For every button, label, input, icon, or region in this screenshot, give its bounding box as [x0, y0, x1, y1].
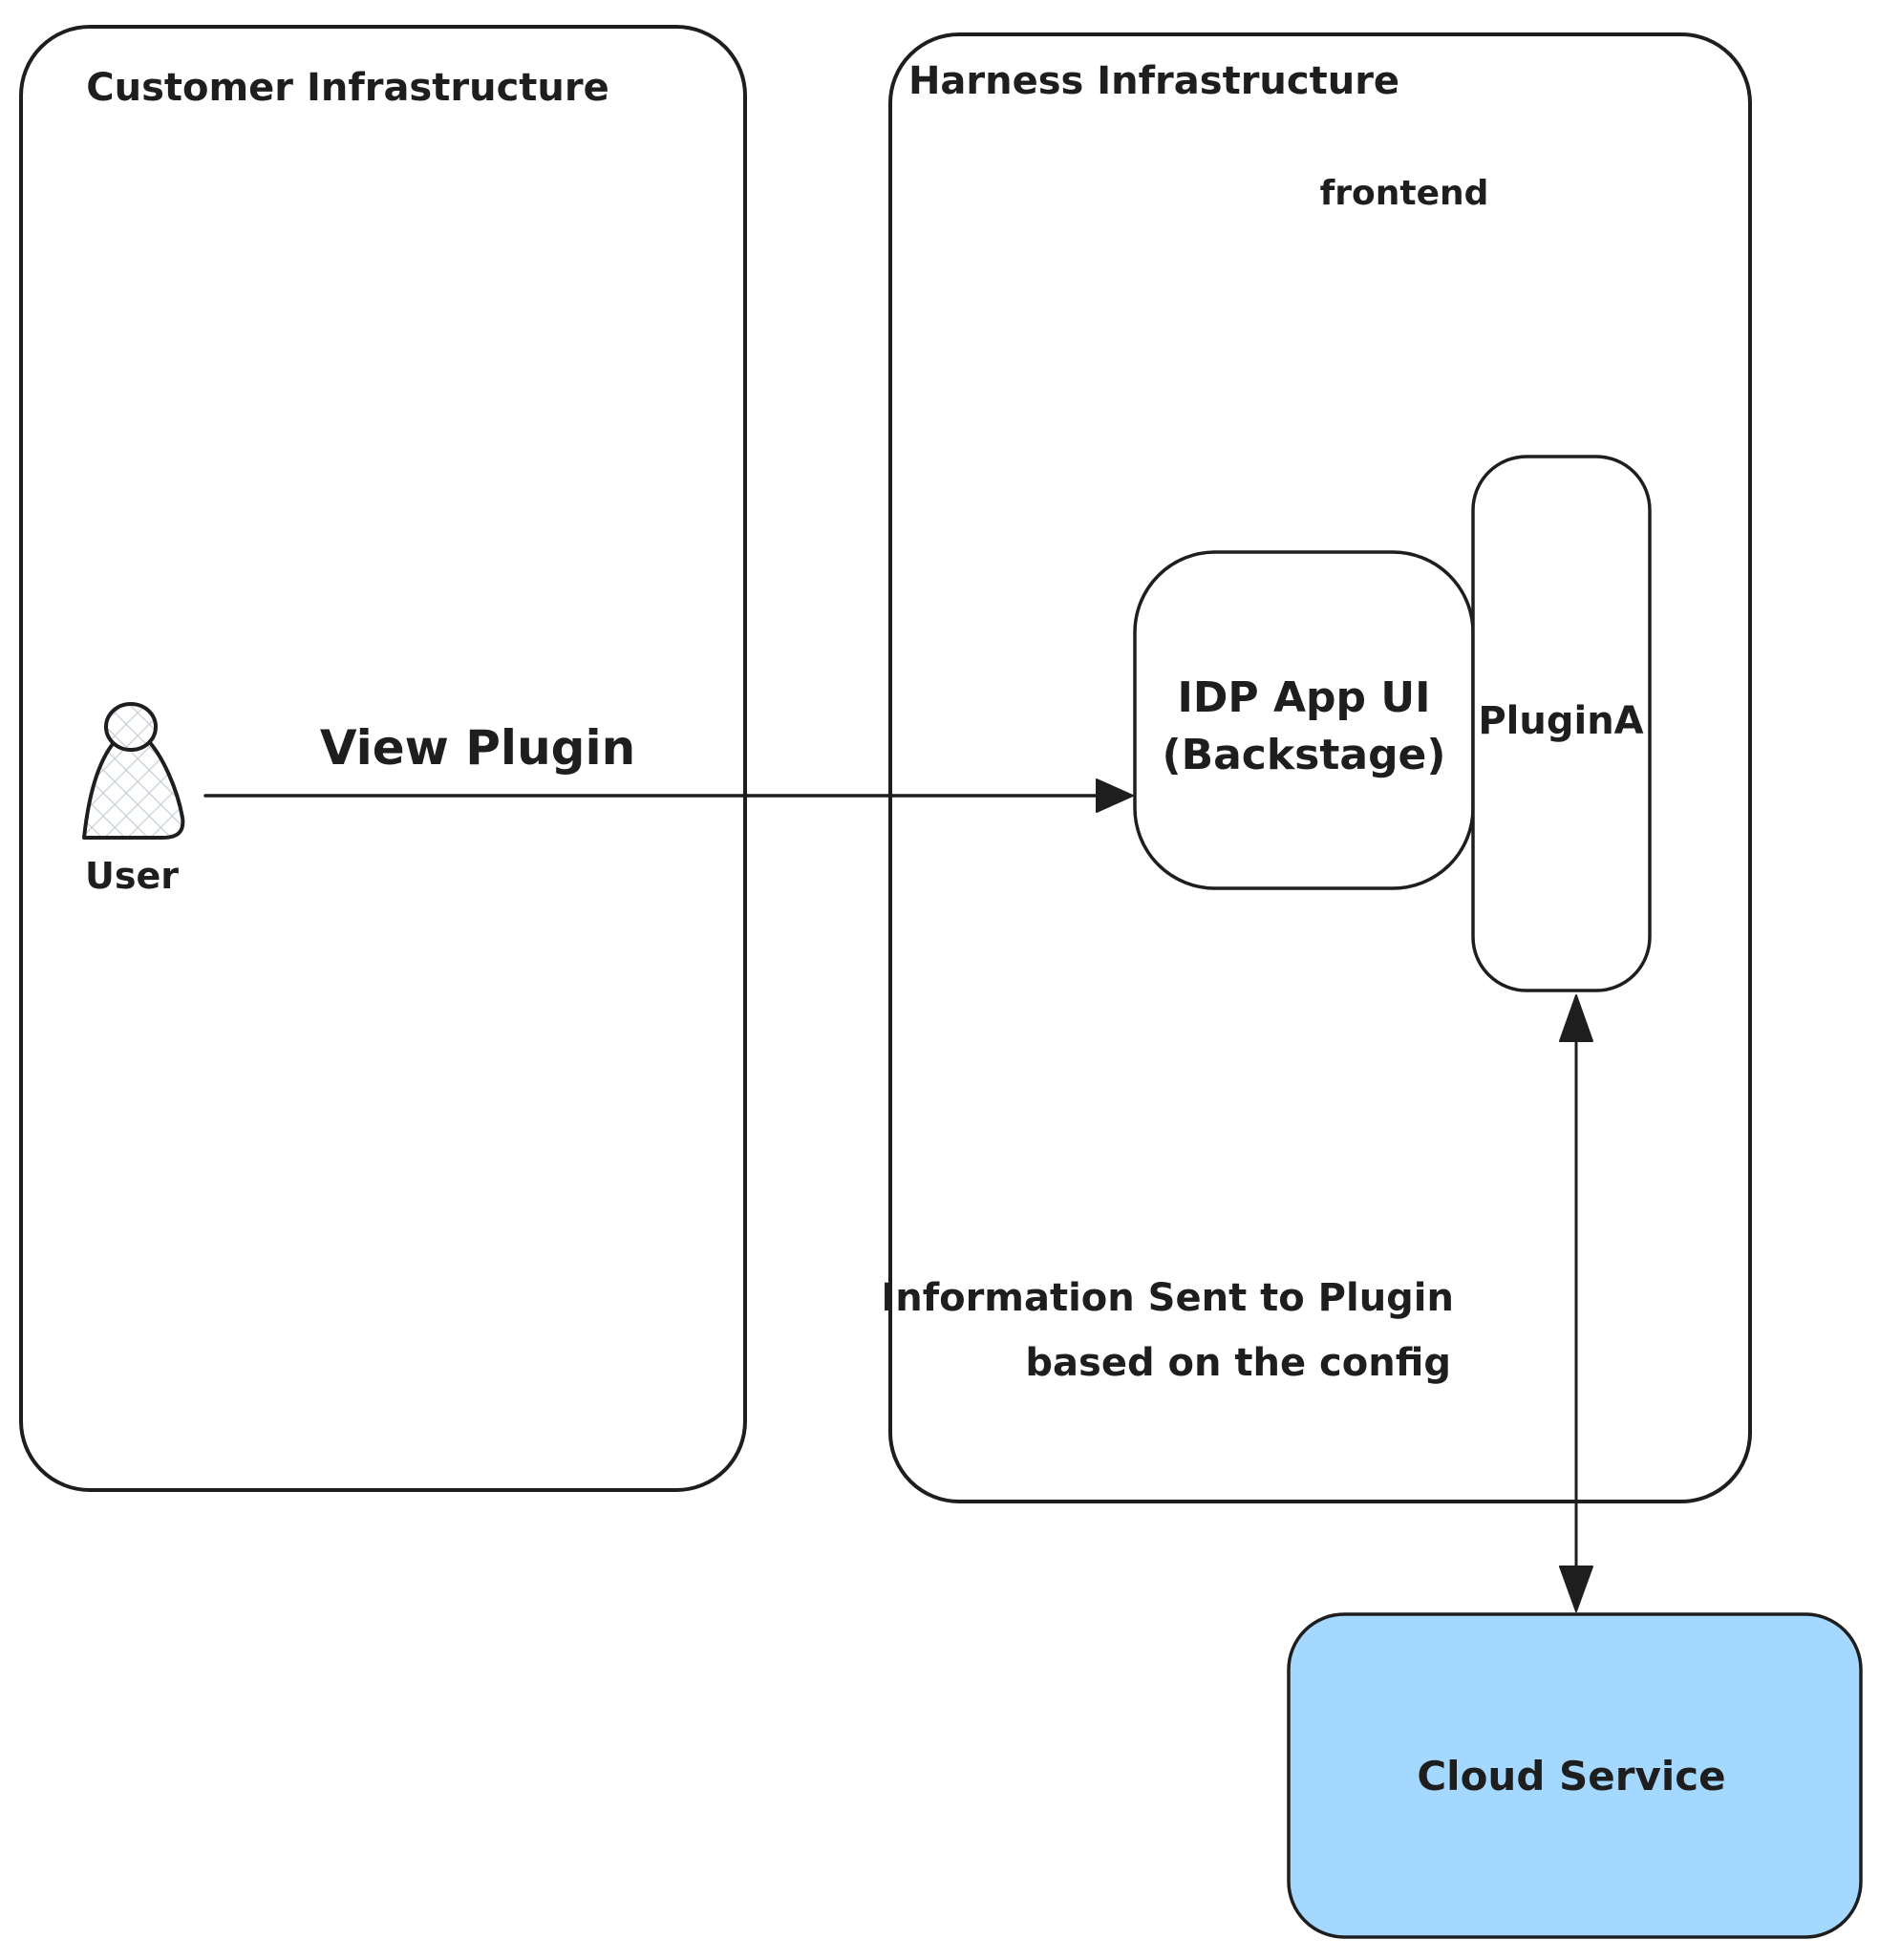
plugin-a-label: PluginA: [1478, 699, 1643, 743]
idp-app-ui-label-line2: (Backstage): [1162, 731, 1445, 779]
info-edge-label-line1: Information Sent to Plugin: [881, 1276, 1454, 1320]
view-plugin-edge-label: View Plugin: [320, 720, 635, 776]
arrowhead-down-icon: [1559, 1566, 1593, 1612]
arrow-plugin-to-cloud: [1559, 994, 1593, 1612]
arrow-user-to-idp: [203, 778, 1134, 813]
customer-infrastructure-box: [19, 25, 747, 1492]
harness-infrastructure-title: Harness Infrastructure: [908, 59, 1399, 103]
plugin-a-box: [1471, 455, 1652, 992]
arrowhead-right-icon: [1096, 778, 1134, 813]
frontend-label: frontend: [1320, 174, 1489, 213]
user-head: [104, 702, 158, 752]
arrowhead-up-icon: [1559, 994, 1593, 1042]
info-edge-label-line2: based on the config: [1025, 1341, 1451, 1385]
customer-infrastructure-title: Customer Infrastructure: [86, 66, 609, 110]
user-icon: [82, 702, 185, 840]
cloud-service-label: Cloud Service: [1417, 1753, 1725, 1800]
cloud-service-box: [1287, 1612, 1863, 1939]
user-label: User: [85, 855, 179, 897]
idp-app-ui-label-line1: IDP App UI: [1178, 673, 1431, 722]
